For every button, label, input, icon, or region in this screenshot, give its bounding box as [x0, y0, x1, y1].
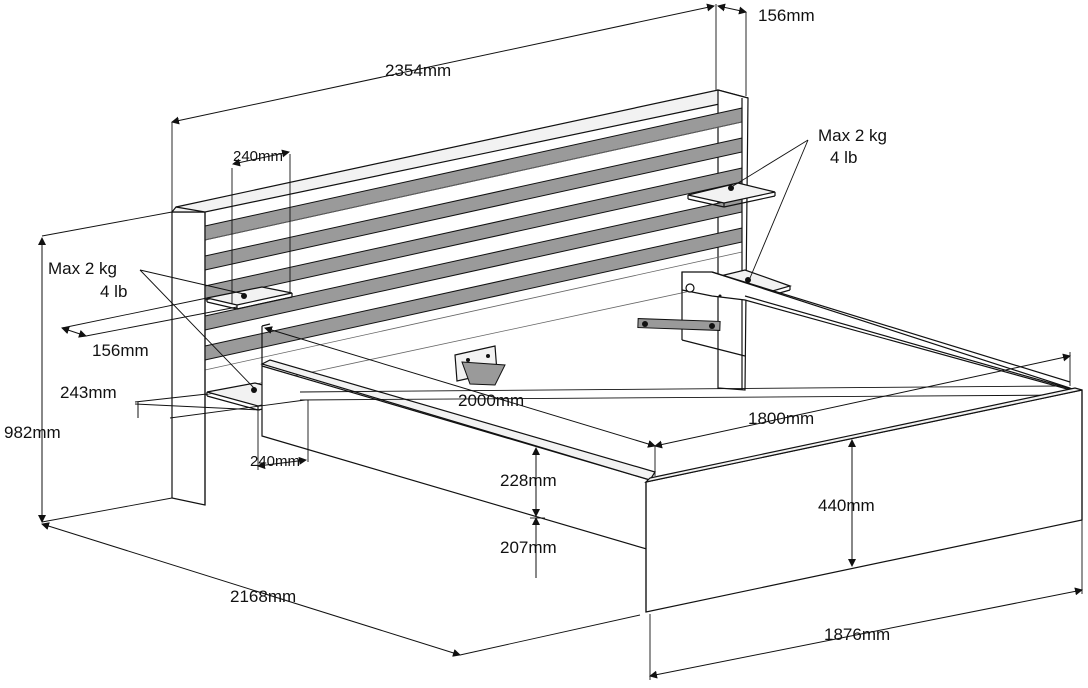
- label-side-height: 228mm: [500, 471, 557, 490]
- connector-plate-icon: [637, 283, 722, 331]
- load-left-line1: Max 2 kg: [48, 259, 117, 278]
- label-shelf-height: 243mm: [60, 383, 117, 402]
- label-headboard-depth: 156mm: [758, 6, 815, 25]
- label-frame-width: 1800mm: [748, 409, 814, 428]
- load-right-line1: Max 2 kg: [818, 126, 887, 145]
- label-shelf-width-lower: 240mm: [250, 453, 300, 470]
- label-frame-length: 2000mm: [458, 391, 524, 410]
- label-shelf-depth: 156mm: [92, 341, 149, 360]
- headboard: [170, 89, 749, 506]
- label-total-height: 982mm: [4, 423, 61, 442]
- label-ground-clearance: 207mm: [500, 538, 557, 557]
- shelf-upper-right: [687, 182, 776, 208]
- load-left-line2: 4 lb: [100, 282, 127, 301]
- bracket-icon: [454, 345, 506, 386]
- label-total-length: 2168mm: [230, 587, 296, 606]
- label-headboard-width: 2354mm: [385, 61, 451, 80]
- load-right-line2: 4 lb: [830, 148, 857, 167]
- label-foot-height: 440mm: [818, 496, 875, 515]
- label-shelf-width-upper: 240mm: [233, 148, 283, 165]
- label-total-width: 1876mm: [824, 625, 890, 644]
